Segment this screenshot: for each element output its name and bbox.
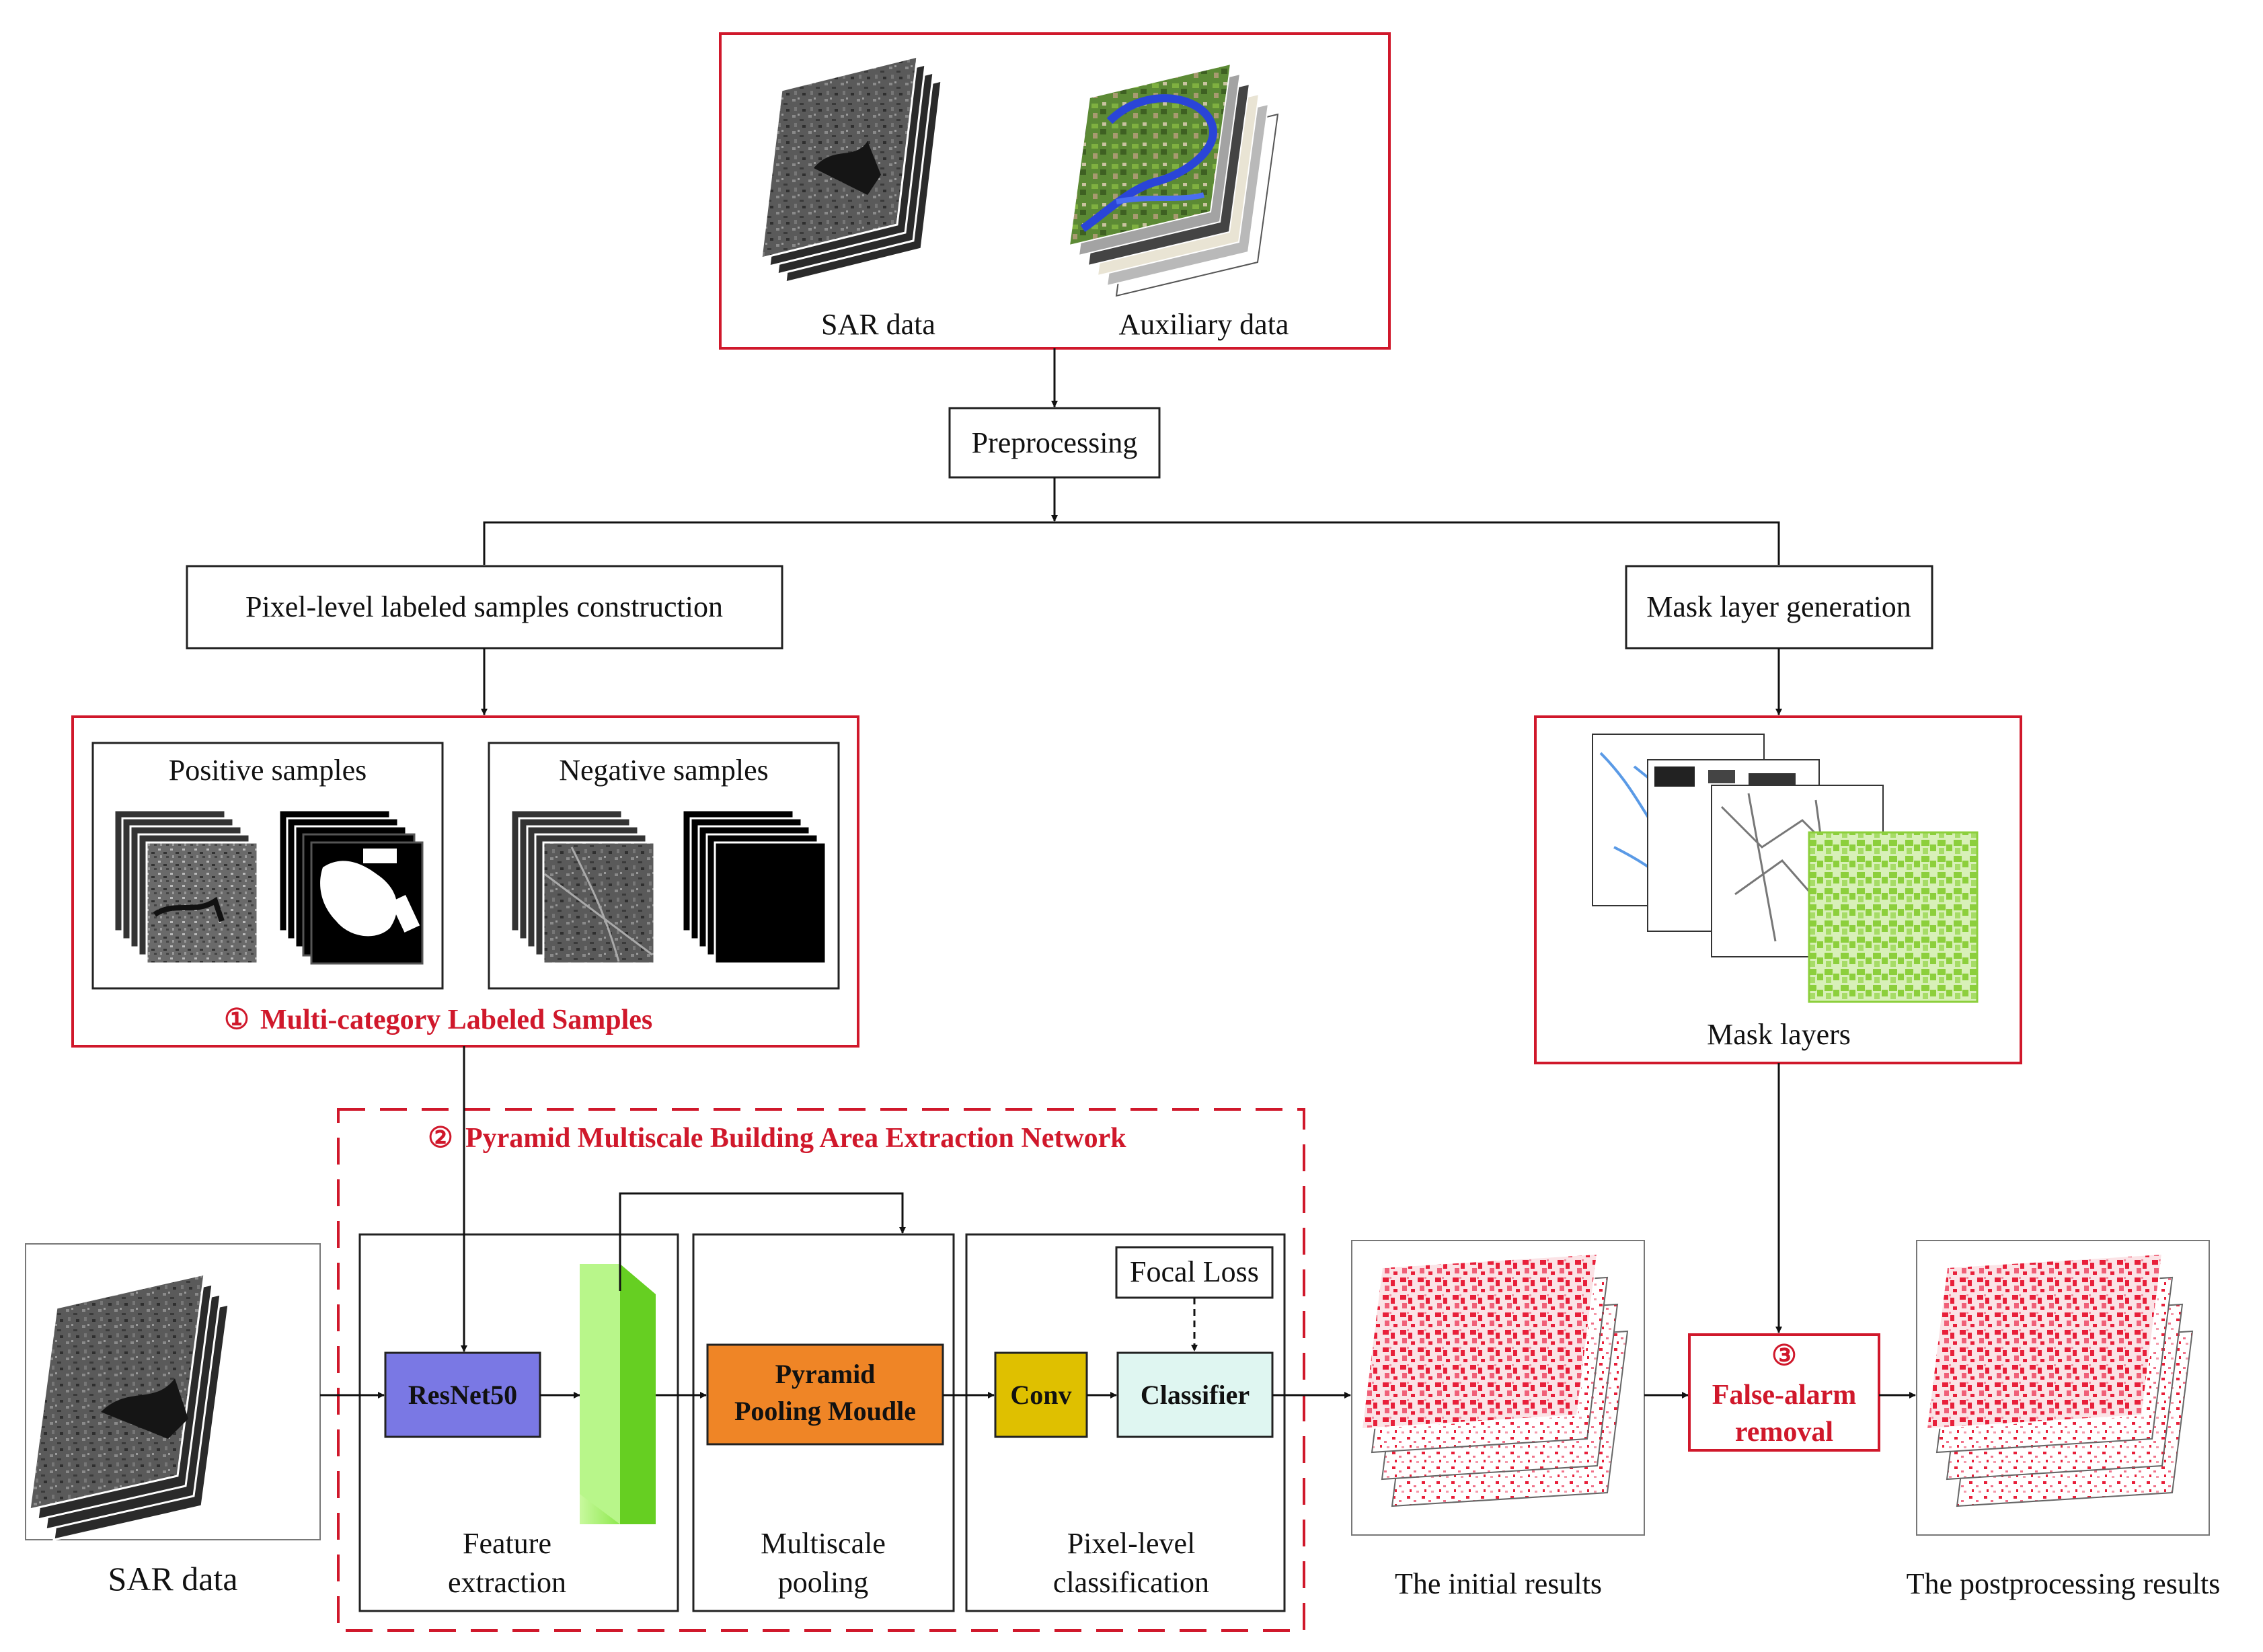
labeled-samples-box xyxy=(71,715,859,1048)
false-alarm-box xyxy=(1688,1333,1880,1452)
false-alarm-line1: False-alarm xyxy=(1712,1380,1857,1411)
samples-construction-label: Pixel-level labeled samples construction xyxy=(245,590,723,623)
network-title: Pyramid Multiscale Building Area Extract… xyxy=(465,1123,1126,1154)
ppm-label-line2: Pooling Moudle xyxy=(734,1396,916,1426)
stage2-label-line2: pooling xyxy=(778,1566,868,1599)
mask-generation-label: Mask layer generation xyxy=(1646,590,1911,623)
preprocessing-label: Preprocessing xyxy=(972,426,1138,459)
initial-results-label: The initial results xyxy=(1395,1567,1602,1600)
stage2-label-line1: Multiscale xyxy=(761,1527,886,1560)
network-dashed-box xyxy=(337,1108,1305,1632)
false-alarm-num: ③ xyxy=(1771,1341,1797,1372)
stage3-label-line2: classification xyxy=(1053,1566,1209,1599)
sar-data-label: SAR data xyxy=(821,308,935,341)
left-sar-stack-icon xyxy=(28,1273,230,1541)
stage1-label-line2: extraction xyxy=(448,1566,566,1599)
mask-generation-box xyxy=(1625,565,1933,650)
mask-layers-label: Mask layers xyxy=(1707,1018,1851,1051)
samples-section-title: Multi-category Labeled Samples xyxy=(260,1005,652,1035)
samples-section-num: ① xyxy=(224,1005,250,1035)
positive-label-stack-icon xyxy=(278,809,424,965)
samples-construction-box xyxy=(186,565,783,650)
skip-connection-arrow xyxy=(619,1192,906,1291)
classifier-label: Classifier xyxy=(1141,1380,1250,1410)
post-results-stack-icon xyxy=(1925,1253,2194,1507)
sar-data-stack-icon xyxy=(760,55,943,284)
classifier-block xyxy=(1116,1351,1274,1438)
stage3-label-line1: Pixel-level xyxy=(1067,1527,1196,1560)
false-alarm-line2: removal xyxy=(1735,1417,1833,1448)
negative-sar-stack-icon xyxy=(510,809,656,965)
left-sar-data-label: SAR data xyxy=(108,1560,237,1598)
network-section-num: ② xyxy=(428,1123,453,1154)
focal-loss-label: Focal Loss xyxy=(1130,1255,1259,1288)
auxiliary-data-label: Auxiliary data xyxy=(1119,308,1289,341)
initial-results-stack-icon xyxy=(1360,1253,1629,1507)
ppm-label-line1: Pyramid xyxy=(775,1359,876,1389)
conv-label: Conv xyxy=(1010,1380,1071,1410)
negative-label-stack-icon xyxy=(681,809,827,965)
conv-block xyxy=(994,1351,1088,1438)
positive-sar-stack-icon xyxy=(113,809,259,965)
preprocessing-box xyxy=(948,407,1161,479)
mask-layers-stack-icon xyxy=(1592,734,1979,1003)
branch-connector xyxy=(483,521,1780,565)
positive-samples-label: Positive samples xyxy=(169,754,367,787)
stage1-label-line1: Feature xyxy=(463,1527,551,1560)
negative-samples-label: Negative samples xyxy=(559,754,769,787)
post-results-label: The postprocessing results xyxy=(1907,1567,2221,1600)
auxiliary-data-stack-icon xyxy=(1068,63,1279,297)
resnet50-label: ResNet50 xyxy=(408,1380,517,1410)
feature-map-block xyxy=(580,1264,656,1524)
focal-loss-box xyxy=(1115,1246,1274,1299)
resnet50-block xyxy=(384,1351,541,1438)
pyramid-pooling-block xyxy=(706,1343,944,1446)
